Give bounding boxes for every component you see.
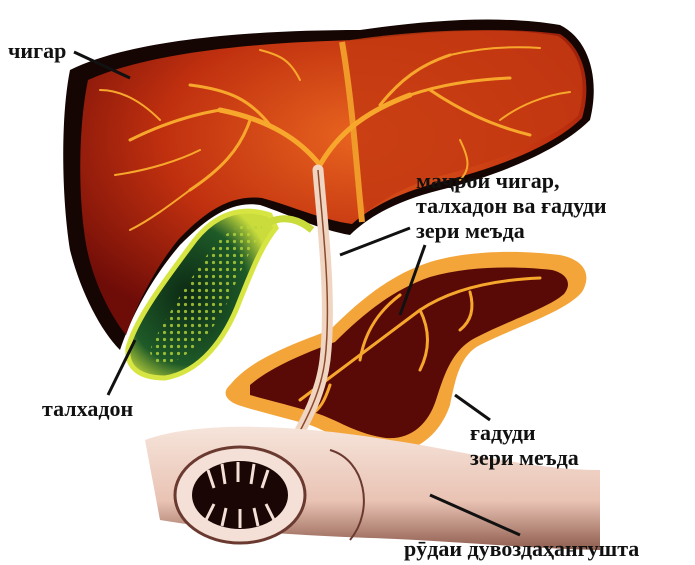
label-pancreas-line-2: зери меъда: [470, 445, 579, 470]
pancreas-leader: [455, 395, 490, 420]
label-pancreas: ғадуди зери меъда: [470, 420, 579, 470]
label-ducts-line-3: зери меъда: [416, 218, 607, 243]
label-liver: чигар: [8, 38, 66, 63]
label-pancreas-line-1: ғадуди: [470, 420, 579, 445]
label-ducts-line-2: талхадон ва ғадуди: [416, 193, 607, 218]
label-ducts-line-1: маҷрои чигар,: [416, 168, 607, 193]
label-gallbladder: талхадон: [42, 396, 133, 421]
label-ducts: маҷрои чигар, талхадон ва ғадуди зери ме…: [416, 168, 607, 243]
label-duodenum: рӯдаи дувоздаҳангушта: [404, 536, 639, 561]
